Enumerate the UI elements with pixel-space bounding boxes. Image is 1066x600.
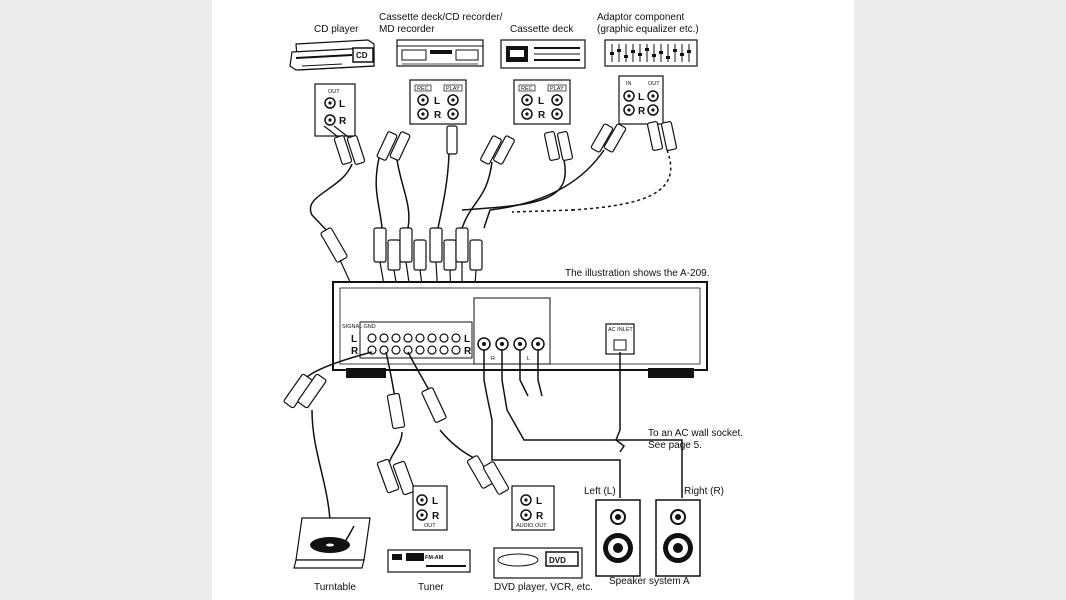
- svg-text:R: R: [538, 110, 546, 121]
- svg-text:FM-AM: FM-AM: [425, 555, 444, 561]
- svg-text:OUT: OUT: [424, 523, 436, 529]
- svg-text:REC: REC: [521, 86, 533, 92]
- speaker-l-terminal-label: L: [527, 356, 530, 362]
- lower-plugs: [283, 373, 510, 496]
- speaker-left: [595, 499, 641, 577]
- dvd-illustration: DVD: [493, 547, 583, 579]
- svg-text:L: L: [432, 496, 438, 507]
- svg-text:R: R: [434, 110, 442, 121]
- amp-input-plugs: [320, 227, 483, 271]
- svg-text:L: L: [638, 92, 644, 103]
- turntable-illustration: [293, 517, 371, 569]
- speaker-r-terminal-label: R: [491, 356, 495, 362]
- bottom-device-labels: Turntable Tuner DVD player, VCR, etc. Sp…: [314, 576, 690, 593]
- svg-text:DVD: DVD: [549, 556, 566, 565]
- manual-page: CD player Cassette deck/CD recorder/ MD …: [212, 0, 854, 600]
- svg-text:OUT: OUT: [328, 89, 340, 95]
- svg-text:OUT: OUT: [648, 81, 660, 87]
- cd-player-label: CD player: [314, 24, 359, 35]
- svg-text:PLAY: PLAY: [550, 86, 564, 92]
- speaker-left-label: Left (L): [584, 486, 616, 497]
- top-rca-plugs: [323, 121, 678, 165]
- adaptor-illustration: [604, 39, 698, 67]
- cd-badge: CD: [356, 51, 368, 60]
- svg-text:IN: IN: [626, 81, 632, 87]
- svg-text:REC: REC: [417, 86, 429, 92]
- svg-text:L: L: [536, 496, 542, 507]
- tuner-out-panel: L R OUT: [412, 485, 448, 531]
- cassette-deck-illustration: [500, 39, 586, 69]
- md-recorder-illustration: [396, 39, 484, 67]
- dvd-label: DVD player, VCR, etc.: [494, 582, 593, 593]
- tuner-label: Tuner: [418, 582, 444, 593]
- top-device-labels: CD player Cassette deck/CD recorder/ MD …: [314, 12, 699, 35]
- svg-text:L: L: [339, 99, 345, 110]
- svg-text:R: R: [536, 511, 544, 522]
- svg-text:R: R: [638, 106, 646, 117]
- svg-text:L: L: [434, 96, 440, 107]
- cassette-deck-label: Cassette deck: [510, 24, 574, 35]
- md-recorder-label-line1: Cassette deck/CD recorder/: [379, 12, 503, 23]
- speaker-right-label: Right (R): [684, 486, 724, 497]
- cd-player-illustration: CD: [289, 39, 375, 71]
- adaptor-label-line2: (graphic equalizer etc.): [597, 24, 699, 35]
- signal-gnd-label: SIGNAL GND: [342, 324, 376, 330]
- turntable-label: Turntable: [314, 582, 356, 593]
- tuner-illustration: FM-AM: [387, 549, 471, 573]
- md-jack-panel: REC PLAY L R: [409, 79, 467, 125]
- amp-caption: The illustration shows the A-209.: [565, 268, 710, 279]
- svg-text:L: L: [351, 334, 357, 345]
- svg-text:R: R: [432, 511, 440, 522]
- lower-cables: [303, 350, 683, 521]
- cd-out-panel: OUT L R: [314, 83, 356, 137]
- ac-note-line2: See page 5.: [648, 440, 702, 451]
- speaker-system-label: Speaker system A: [609, 576, 690, 587]
- svg-text:R: R: [351, 346, 359, 357]
- adaptor-label-line1: Adaptor component: [597, 12, 685, 23]
- ac-note-line1: To an AC wall socket.: [648, 428, 743, 439]
- dvd-out-panel: L R AUDIO OUT: [511, 485, 555, 531]
- speaker-right: [655, 499, 701, 577]
- svg-text:PLAY: PLAY: [446, 86, 460, 92]
- md-recorder-label-line2: MD recorder: [379, 24, 435, 35]
- top-cables: [309, 149, 672, 235]
- svg-text:L: L: [464, 334, 470, 345]
- adaptor-jack-panel: IN OUT L R: [618, 75, 664, 125]
- ac-inlet-label: AC INLET: [608, 327, 633, 333]
- svg-text:AUDIO OUT: AUDIO OUT: [516, 523, 547, 529]
- cassette-jack-panel: REC PLAY L R: [513, 79, 571, 125]
- svg-text:R: R: [339, 116, 347, 127]
- svg-text:L: L: [538, 96, 544, 107]
- connection-diagram: CD player Cassette deck/CD recorder/ MD …: [283, 12, 743, 593]
- svg-text:R: R: [464, 346, 472, 357]
